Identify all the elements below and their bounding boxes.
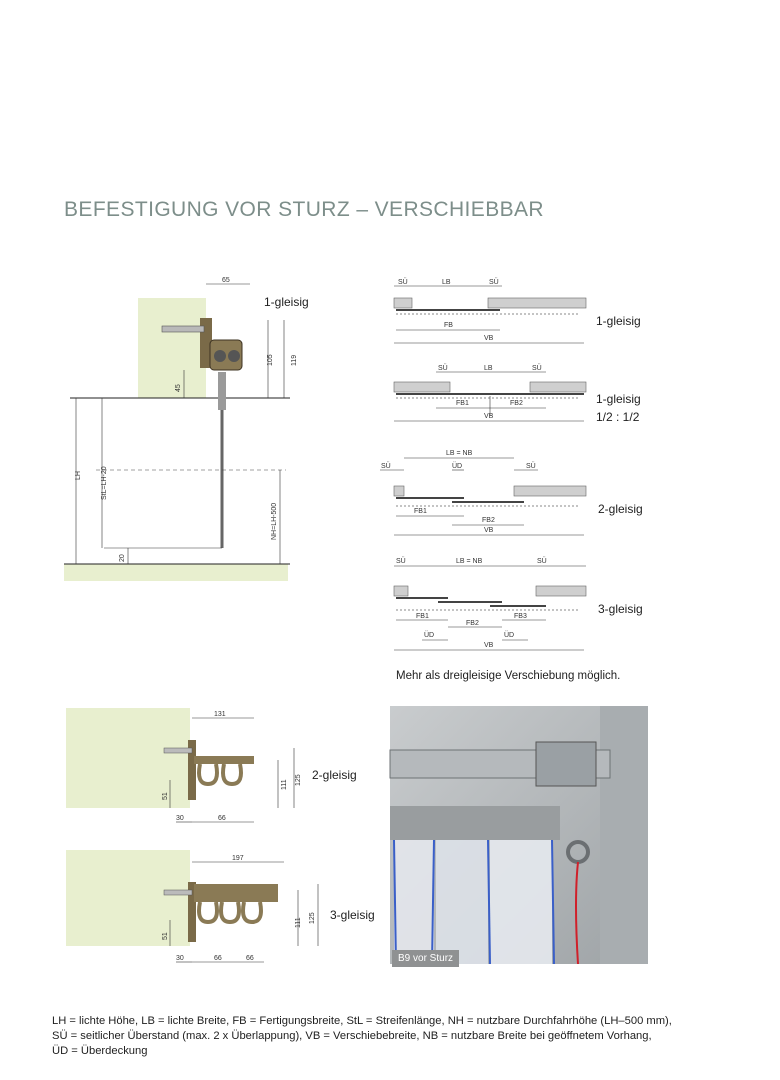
svg-text:FB1: FB1 [416,613,429,620]
svg-text:197: 197 [232,855,244,862]
svg-text:111: 111 [295,917,302,928]
svg-text:LB: LB [484,365,493,372]
svg-text:30: 30 [176,955,184,962]
svg-text:FB2: FB2 [466,620,479,627]
svg-text:FB1: FB1 [414,508,427,515]
note-text: Mehr als dreigleisige Verschiebung mögli… [396,670,621,682]
footer-line-1: LH = lichte Höhe, LB = lichte Breite, FB… [52,1015,672,1027]
svg-text:FB1: FB1 [456,400,469,407]
svg-text:ÜD: ÜD [424,631,434,639]
svg-text:51: 51 [162,932,169,940]
svg-text:VB: VB [484,527,494,534]
track-diagram-4: SÜ LB = NB SÜ FB1 FB2 FB3 ÜD ÜD VB [393,557,587,651]
svg-text:VB: VB [484,335,494,342]
track-label-1: 1-gleisig [596,314,641,328]
dim-119: 119 [291,355,298,366]
page-title: BEFESTIGUNG VOR STURZ – VERSCHIEBBAR [64,198,544,221]
dim-45: 45 [175,384,182,392]
svg-text:SÜ: SÜ [396,557,406,565]
svg-text:LB: LB [442,279,451,286]
svg-text:ÜD: ÜD [504,631,514,639]
trolley [209,339,243,371]
svg-text:66: 66 [246,955,254,962]
bracket-3-label: 3-gleisig [330,908,375,922]
svg-text:SÜ: SÜ [381,462,391,470]
photo-caption: B9 vor Sturz [392,950,460,967]
svg-text:VB: VB [484,413,494,420]
track-diagram-2: SÜ LB SÜ FB1 FB2 VB [393,364,587,422]
footer-line-3: ÜD = Überdeckung [52,1045,148,1057]
track-label-4: 3-gleisig [598,602,643,616]
svg-text:51: 51 [162,792,169,800]
svg-text:LB = NB: LB = NB [446,450,473,457]
track-diagram-1: SÜ LB SÜ FB VB [393,278,587,344]
svg-text:66: 66 [214,955,222,962]
dim-lh: LH [75,471,82,480]
svg-text:30: 30 [176,815,184,822]
svg-text:FB2: FB2 [510,400,523,407]
svg-text:SÜ: SÜ [489,278,499,286]
svg-text:125: 125 [295,774,302,786]
track-label-3: 2-gleisig [598,502,643,516]
svg-text:SÜ: SÜ [532,364,542,372]
svg-text:VB: VB [484,642,494,649]
footer-line-2: SÜ = seitlicher Überstand (max. 2 x Über… [52,1030,652,1042]
svg-text:FB: FB [444,322,453,329]
svg-text:LB = NB: LB = NB [456,558,483,565]
bracket-3-diagram: 197 111 125 51 30 66 66 [66,850,319,963]
track-diagram-3: LB = NB SÜ ÜD SÜ FB1 FB2 VB [380,450,587,536]
dim-nh: NH=LH-500 [271,503,278,540]
footer-legend: LH = lichte Höhe, LB = lichte Breite, FB… [52,1014,742,1059]
hanger [218,372,226,410]
svg-text:FB2: FB2 [482,517,495,524]
dim-105: 105 [267,354,274,366]
svg-text:ÜD: ÜD [452,462,462,470]
anchor-bolt [161,325,205,333]
svg-text:125: 125 [309,912,316,924]
curtain-strips [393,839,555,965]
svg-text:SÜ: SÜ [438,364,448,372]
bracket-2-diagram: 131 111 125 51 30 66 [66,708,302,823]
svg-text:SÜ: SÜ [537,557,547,565]
svg-text:SÜ: SÜ [526,462,536,470]
side-diagram-label: 1-gleisig [264,295,309,309]
red-cord [575,861,579,965]
svg-text:111: 111 [281,779,288,790]
wall-block [138,298,206,398]
bracket-2-label: 2-gleisig [312,768,357,782]
floor-block [64,564,288,581]
dim-65: 65 [222,277,230,284]
svg-text:131: 131 [214,711,226,718]
track-label-2: 1-gleisig [596,392,641,406]
track-label-2-ratio: 1/2 : 1/2 [596,410,640,424]
dim-20: 20 [119,554,126,562]
svg-text:SÜ: SÜ [398,278,408,286]
dim-stl: StL=LH-20 [101,466,108,500]
svg-text:66: 66 [218,815,226,822]
svg-text:FB3: FB3 [514,613,527,620]
